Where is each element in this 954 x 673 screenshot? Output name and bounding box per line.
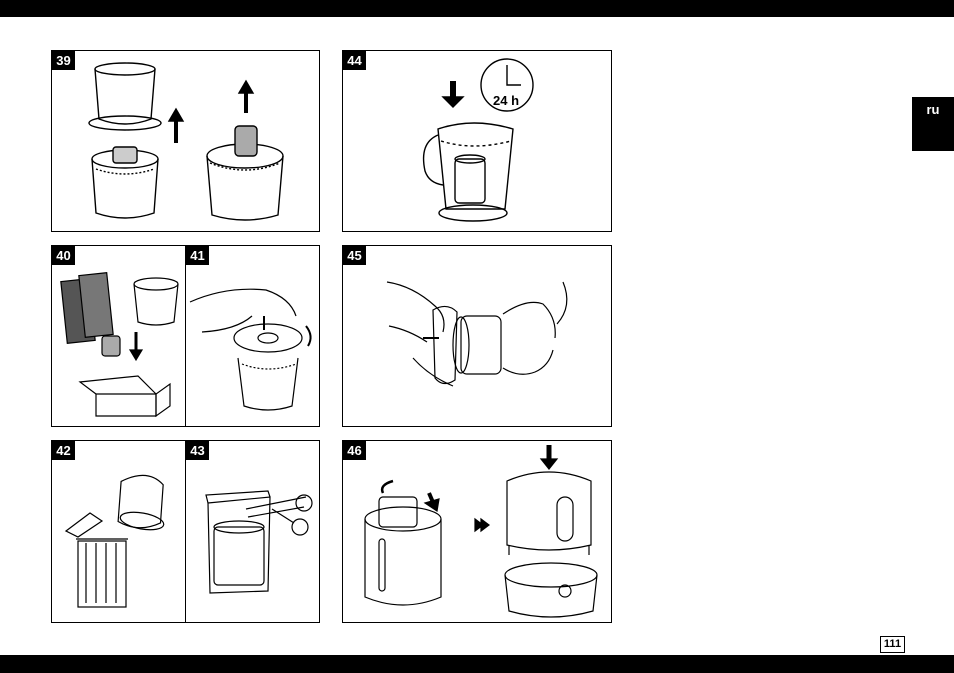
page-number: 111 <box>880 636 905 653</box>
step-number-44: 44 <box>343 51 366 70</box>
illustration-insert-filter-disc <box>186 246 320 427</box>
language-tab: ru <box>912 97 954 151</box>
figure-panel-41: 41 <box>185 245 320 427</box>
figure-panel-45: 45 <box>342 245 612 427</box>
step-number-40: 40 <box>52 246 75 265</box>
illustration-filter-cartridge-lift <box>52 51 320 232</box>
step-number-46: 46 <box>343 441 366 460</box>
figure-panel-44: 44 24 h <box>342 50 612 232</box>
illustration-cut-open-bag <box>186 441 320 623</box>
step-number-39: 39 <box>52 51 75 70</box>
illustration-soak-filter-jug <box>343 51 612 232</box>
step-number-45: 45 <box>343 246 366 265</box>
illustration-insert-cartridge-and-reassemble <box>343 441 612 623</box>
figure-panel-46: 46 <box>342 440 612 623</box>
timer-label: 24 h <box>493 93 519 108</box>
illustration-attach-filter-to-base <box>343 246 612 427</box>
step-number-43: 43 <box>186 441 209 460</box>
figure-panel-42: 42 <box>51 440 186 623</box>
bottom-bar <box>0 655 954 673</box>
step-number-42: 42 <box>52 441 75 460</box>
top-bar <box>0 0 954 17</box>
illustration-filter-pads-and-box <box>52 246 186 427</box>
step-number-41: 41 <box>186 246 209 265</box>
illustration-filter-cartridge-parts <box>52 441 186 623</box>
figure-panel-39: 39 <box>51 50 320 232</box>
figure-panel-43: 43 <box>185 440 320 623</box>
figure-panel-40: 40 <box>51 245 186 427</box>
